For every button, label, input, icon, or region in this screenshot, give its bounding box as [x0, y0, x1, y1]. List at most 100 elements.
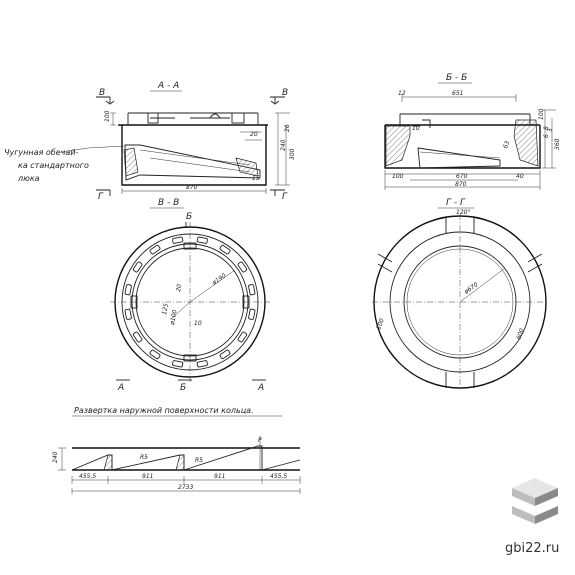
- gg-dim-600: 600: [515, 327, 526, 340]
- section-gg-title: Г - Г: [446, 198, 466, 208]
- aa-hatch-left: [123, 147, 139, 177]
- bb-dim-40: 40: [516, 173, 524, 180]
- cut-b-left-label: В: [99, 88, 105, 98]
- vv-radius-leaders: [171, 269, 236, 319]
- rib-slot: [248, 284, 256, 296]
- site-url: gbi22.ru: [505, 541, 559, 556]
- rib-slot: [149, 244, 161, 255]
- view-section-bb: Б - Б 651 12 10 63 100 8 6 3 360 100 670…: [384, 73, 561, 190]
- aa-right-details: [240, 131, 262, 141]
- bb-dim-100-bottom: 100: [392, 173, 404, 180]
- dev-dim-240: 240: [52, 451, 59, 463]
- cut-b-right-label: В: [282, 88, 288, 98]
- logo-slab2-left: [512, 506, 535, 524]
- dev-r5-b: R5: [195, 457, 203, 464]
- cut-b-right-arrow: [270, 96, 285, 105]
- aa-dim-20: 20: [250, 131, 258, 138]
- aa-hatch-right: [235, 157, 259, 177]
- section-aa-title: А - А: [157, 81, 179, 91]
- bb-dim-360: 360: [554, 138, 561, 150]
- aa-lug-right: [231, 112, 245, 124]
- dev-dim-240-line: [58, 447, 66, 471]
- logo-slab2-right: [535, 506, 558, 524]
- aa-dim-15: 15: [252, 175, 260, 182]
- aa-body-outline: [118, 124, 268, 186]
- aa-dim-300: 300: [289, 148, 296, 160]
- bb-dim-bottom-lines: [384, 170, 541, 190]
- note-line-2: ка стандартного: [18, 161, 89, 170]
- rib-slot: [124, 308, 132, 320]
- bb-hatch-left: [385, 125, 411, 167]
- aa-dim-870: 870: [186, 184, 198, 191]
- rib-slot: [124, 284, 132, 296]
- development-title: Развертка наружной поверхности кольца.: [74, 406, 254, 415]
- section-vv-title: В - В: [158, 198, 179, 208]
- gg-segment-joints: [377, 216, 543, 388]
- rib-slot: [172, 360, 184, 368]
- dev-dim-segments-line: [71, 476, 301, 484]
- aa-lug-left: [147, 112, 159, 124]
- logo-slab-right: [535, 488, 558, 506]
- bb-inner-step: [412, 119, 431, 128]
- bb-body-outline: [384, 124, 541, 169]
- aa-dim-100: 100: [104, 110, 111, 122]
- rib-slot: [196, 236, 208, 244]
- section-bb-title: Б - Б: [446, 73, 467, 83]
- rib-slot: [219, 349, 231, 360]
- bb-dim-870: 870: [455, 181, 467, 188]
- dev-step-2: [175, 454, 185, 471]
- bb-insert-line: [419, 151, 501, 159]
- rib-slot: [196, 360, 208, 368]
- vv-dim-10: 10: [194, 320, 202, 327]
- rib-slot: [132, 261, 143, 273]
- cut-g-right-arrow: [270, 189, 285, 196]
- bb-hatch-right: [513, 119, 539, 167]
- aa-dim-240: 240: [280, 139, 287, 151]
- cut-g-right-label: Г: [282, 192, 288, 202]
- aa-dim-right-lines: [275, 112, 290, 186]
- dev-dim-4555-a: 455,5: [79, 473, 96, 480]
- bb-dim-670: 670: [456, 173, 468, 180]
- label-a-bottom-left: А: [117, 383, 124, 393]
- vv-dim-190: ø190: [210, 272, 227, 287]
- bb-dim-651-line: [401, 94, 517, 102]
- label-b-bottom: Б: [180, 383, 186, 393]
- aa-dim-870-line: [121, 188, 267, 194]
- bb-dim-10: 10: [412, 125, 420, 132]
- gg-dim-100: 100: [375, 317, 386, 330]
- rib-slot: [172, 236, 184, 244]
- aa-inner-insert: [124, 144, 261, 181]
- dev-step-1: [103, 454, 113, 471]
- cut-b-left-arrow: [96, 96, 115, 105]
- rib-slot: [237, 331, 248, 343]
- rib-slot: [237, 261, 248, 273]
- view-plan-vv: В - В Б ø190 20 125 ø100 10 А Б А: [110, 198, 270, 393]
- cut-g-left-label: Г: [98, 192, 104, 202]
- aa-handle: [209, 113, 221, 119]
- logo-slab-left: [512, 488, 535, 506]
- note-line-3: люка: [17, 174, 40, 183]
- gg-dim-angle: 120°: [456, 209, 470, 216]
- label-a-bottom-right: А: [257, 383, 264, 393]
- aa-dim-26: 26: [284, 124, 291, 132]
- bb-inner-insert: [417, 147, 501, 169]
- dev-dim-total: 2733: [178, 484, 193, 491]
- dev-dim-4555-b: 455,5: [270, 473, 287, 480]
- bb-dim-right-lines: [542, 109, 556, 169]
- rib-slot: [132, 331, 143, 343]
- vv-dim-20: 20: [175, 283, 183, 292]
- bb-dim-3: 3: [547, 128, 554, 132]
- aa-inner-lines: [139, 149, 251, 173]
- rib-slot: [219, 244, 231, 255]
- rib-slot: [248, 308, 256, 320]
- dev-dim-total-line: [71, 488, 301, 494]
- bb-dim-63: 63: [502, 140, 511, 150]
- cut-g-left-arrow: [96, 189, 111, 196]
- vv-dim-100: ø100: [169, 309, 179, 326]
- bb-dim-651: 651: [452, 90, 463, 97]
- aa-dim-100-line: [110, 112, 116, 126]
- bb-dim-100: 100: [538, 108, 545, 120]
- dev-r5-a: R5: [140, 454, 148, 461]
- bb-dim-6: 6: [543, 134, 550, 138]
